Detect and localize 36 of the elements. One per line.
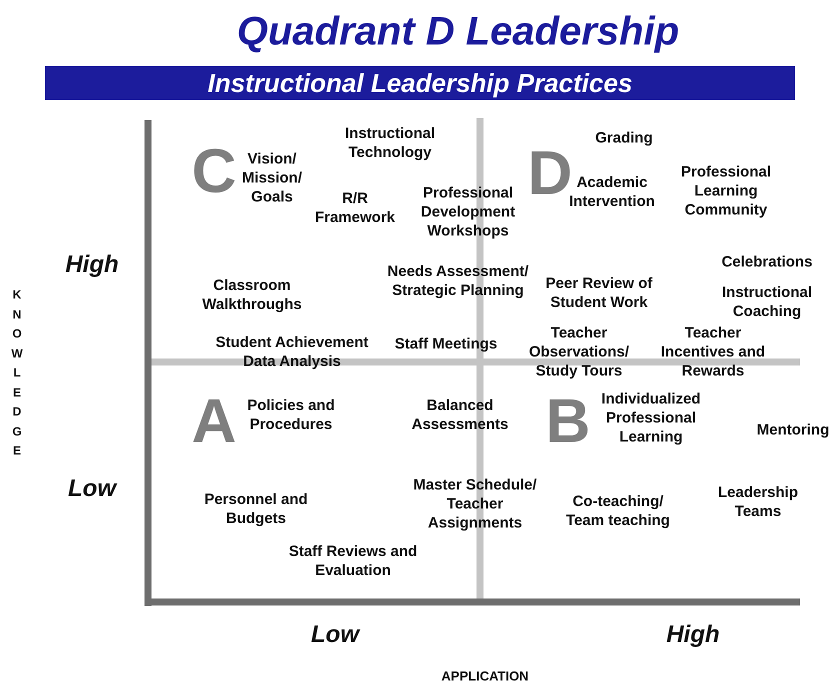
practice-label: Balanced Assessments: [410, 396, 510, 434]
quadrant-letter: B: [546, 390, 590, 454]
practice-label: Grading: [594, 128, 654, 148]
practice-label: Individualized Professional Learning: [600, 390, 702, 446]
practice-label: Policies and Procedures: [246, 396, 336, 434]
practice-label: Needs Assessment/ Strategic Planning: [386, 262, 530, 300]
axis-label: High: [666, 621, 720, 649]
practice-label: Master Schedule/ Teacher Assignments: [412, 476, 538, 532]
practice-label: Instructional Technology: [344, 124, 436, 162]
quadrant-letter: C: [192, 140, 236, 204]
axis-label: High: [65, 251, 119, 279]
practice-label: Academic Intervention: [569, 174, 656, 211]
practice-label: Peer Review of Student Work: [544, 274, 654, 312]
quadrant-letter: A: [192, 390, 236, 454]
subtitle-banner: Instructional Leadership Practices: [45, 66, 795, 100]
practice-label: Staff Reviews and Evaluation: [288, 542, 418, 580]
practice-label: Student Achievement Data Analysis: [214, 333, 370, 371]
axis-label: Low: [68, 475, 116, 503]
practice-label: Personnel and Budgets: [203, 490, 309, 528]
practice-label: Mentoring: [756, 420, 830, 440]
practice-label: R/R Framework: [314, 189, 396, 227]
practice-label: Vision/ Mission/ Goals: [240, 150, 303, 206]
practice-label: Leadership Teams: [716, 483, 800, 521]
axis-label: Low: [311, 621, 359, 649]
practice-label: Teacher Incentives and Rewards: [660, 324, 766, 380]
practice-label: Staff Meetings: [394, 334, 498, 354]
axis-title: KNOWLEDGE: [11, 286, 23, 460]
practice-label: Co-teaching/ Team teaching: [565, 492, 671, 530]
axis-title: APPLICATION: [441, 668, 529, 684]
practice-label: Teacher Observations/ Study Tours: [528, 324, 630, 380]
practice-label: Professional Learning Community: [680, 162, 772, 220]
practice-label: Classroom Walkthroughs: [201, 276, 303, 314]
practice-label: Professional Development Workshops: [420, 184, 516, 240]
practice-label: Instructional Coaching: [720, 283, 813, 321]
practice-label: Celebrations: [720, 252, 814, 272]
title: Quadrant D Leadership: [236, 10, 680, 54]
